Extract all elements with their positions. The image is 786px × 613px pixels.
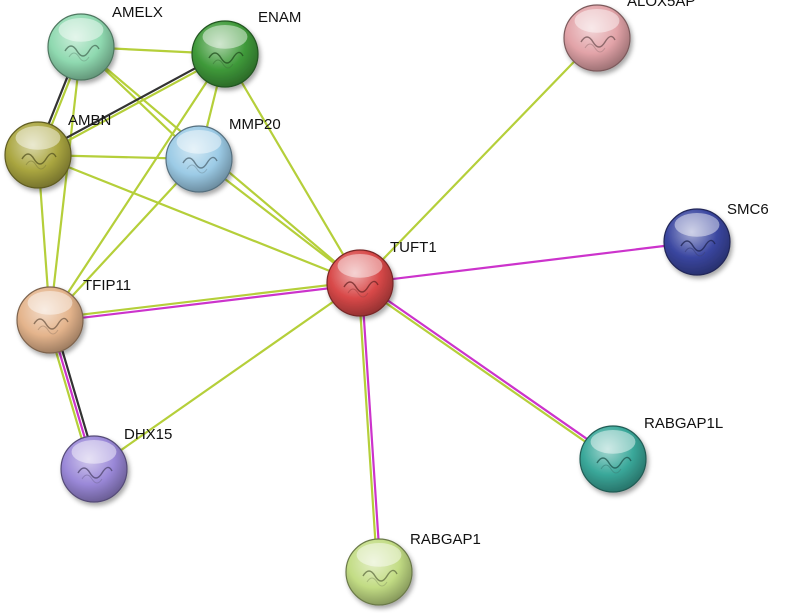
edge-line [48, 280, 361, 320]
node-label: MMP20 [229, 116, 281, 133]
node-label: TFIP11 [83, 277, 131, 294]
edge-line [358, 36, 599, 285]
node-label: ALOX5AP [627, 0, 695, 10]
edge-ambn-tuft1 [36, 153, 362, 285]
node-highlight [574, 8, 620, 33]
node-label: AMBN [68, 112, 111, 129]
protein-structure-icon [33, 317, 69, 335]
node-highlight [58, 17, 104, 42]
node-bubble[interactable] [16, 286, 84, 354]
node-tfip11[interactable]: TFIP11 [16, 277, 131, 354]
edge-amelx-tfip11 [48, 45, 83, 322]
node-mmp20[interactable]: MMP20 [165, 116, 281, 193]
edge-tuft1-tfip11 [48, 280, 362, 323]
protein-structure-icon [182, 156, 218, 174]
node-highlight [71, 439, 117, 464]
protein-structure-icon [208, 51, 244, 69]
protein-structure-icon [21, 152, 57, 170]
edge-line [36, 51, 226, 155]
node-ambn[interactable]: AMBN [4, 112, 111, 189]
node-label: TUFT1 [390, 239, 437, 256]
edge-enam-ambn [36, 51, 227, 158]
node-bubble[interactable] [663, 208, 731, 276]
node-highlight [674, 212, 720, 237]
node-highlight [337, 253, 383, 278]
edge-line [360, 281, 382, 573]
edge-line [223, 52, 362, 285]
node-highlight [356, 542, 402, 567]
edge-line [358, 240, 699, 285]
protein-structure-icon [64, 44, 100, 62]
node-label: SMC6 [727, 201, 769, 218]
edge-line [357, 282, 379, 574]
edge-line [37, 54, 227, 158]
node-highlight [590, 429, 636, 454]
node-enam[interactable]: ENAM [191, 9, 301, 88]
node-rabgap1[interactable]: RABGAP1 [345, 531, 481, 606]
node-amelx[interactable]: AMELX [47, 4, 163, 81]
edge-enam-tuft1 [223, 52, 362, 285]
edge-line [49, 283, 362, 323]
protein-structure-icon [343, 280, 379, 298]
edge-mmp20-tuft1 [197, 157, 362, 285]
node-rabgap1l[interactable]: RABGAP1L [579, 415, 723, 493]
edge-tuft1-alox5ap [358, 36, 599, 285]
node-bubble[interactable] [345, 538, 413, 606]
node-bubble[interactable] [60, 435, 128, 503]
node-bubble[interactable] [47, 13, 115, 81]
node-bubble[interactable] [326, 249, 394, 317]
edge-mmp20-tfip11 [48, 157, 201, 322]
protein-structure-icon [77, 466, 113, 484]
node-layer: AMELX ENAM ALOX5AP AMBN MMP20SMC6TUFT1TFIP11… [4, 0, 769, 606]
node-dhx15[interactable]: DHX15 [60, 426, 172, 503]
edge-line [48, 52, 227, 322]
node-smc6[interactable]: SMC6 [663, 201, 769, 276]
protein-structure-icon [362, 569, 398, 587]
node-label: DHX15 [124, 426, 172, 443]
protein-structure-icon [680, 239, 716, 257]
node-bubble[interactable] [191, 20, 259, 88]
node-highlight [202, 24, 248, 49]
edge-line [48, 45, 83, 322]
edge-line [36, 153, 362, 285]
edge-tuft1-rabgap1l [357, 280, 616, 462]
edge-tuft1-smc6 [358, 240, 699, 285]
edge-line [359, 280, 616, 459]
edge-tuft1-rabgap1 [357, 281, 382, 574]
protein-structure-icon [580, 35, 616, 53]
edge-enam-tfip11 [48, 52, 227, 322]
node-bubble[interactable] [579, 425, 647, 493]
node-bubble[interactable] [4, 121, 72, 189]
edge-line [197, 157, 362, 285]
node-bubble[interactable] [563, 4, 631, 72]
node-highlight [27, 290, 73, 315]
node-label: AMELX [112, 4, 163, 21]
edge-line [48, 157, 201, 322]
node-label: RABGAP1L [644, 415, 723, 432]
node-label: RABGAP1 [410, 531, 481, 548]
edge-tuft1-dhx15 [92, 281, 362, 471]
protein-structure-icon [596, 456, 632, 474]
node-highlight [176, 129, 222, 154]
node-label: ENAM [258, 9, 301, 26]
node-alox5ap[interactable]: ALOX5AP [563, 0, 695, 72]
node-tuft1[interactable]: TUFT1 [326, 239, 437, 317]
node-highlight [15, 125, 61, 150]
node-bubble[interactable] [165, 125, 233, 193]
edge-line [357, 283, 614, 462]
edge-line [92, 281, 362, 471]
